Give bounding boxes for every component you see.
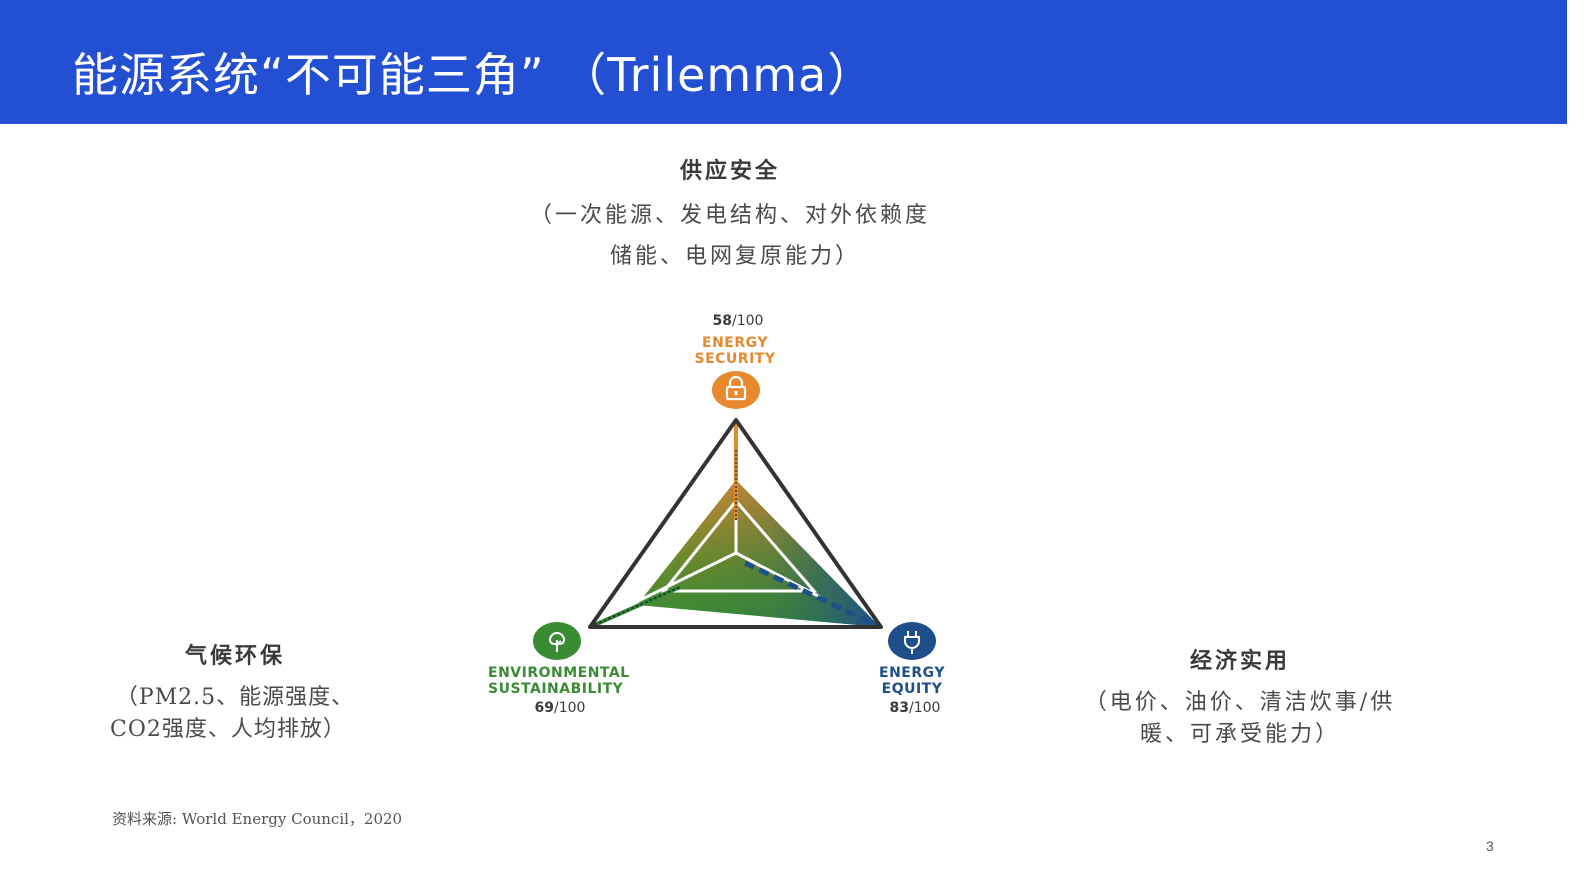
category-supply-security: 供应安全 （一次能源、发电结构、对外依赖度 储能、电网复原能力） [510,155,950,277]
page-number: 3 [1486,838,1494,854]
environmental-sustainability-label: ENVIRONMENTAL SUSTAINABILITY [488,665,630,697]
category-description-line2: 暖、可承受能力） [1139,722,1340,747]
category-description-line1: （PM2.5、能源强度、 [115,685,355,710]
energy-security-label: ENERGY SECURITY [694,335,776,367]
category-title: 经济实用 [1189,648,1290,674]
page-title: 能源系统“不可能三角” （Trilemma） [72,48,875,102]
security-score: 58/100 [712,313,764,329]
category-economic-affordability: 经济实用 （电价、油价、清洁炊事/供 暖、可承受能力） [1070,645,1410,751]
category-description-line2: CO2强度、人均排放） [110,717,346,742]
category-title: 气候环保 [184,643,285,669]
source-citation: 资料来源: World Energy Council，2020 [112,810,403,828]
sustainability-score: 69/100 [534,700,586,716]
category-climate-environment: 气候环保 （PM2.5、能源强度、 CO2强度、人均排放） [100,640,370,746]
title-bar: 能源系统“不可能三角” （Trilemma） [0,0,1567,124]
trilemma-diagram: 58/100 ENERGY SECURITY ENVIRONMENTAL SUS… [480,305,960,725]
energy-equity-label: ENERGY EQUITY [879,665,945,697]
equity-score: 83/100 [889,700,941,716]
category-description-line1: （一次能源、发电结构、对外依赖度 [529,203,930,228]
plug-icon [888,622,936,660]
lock-icon [712,371,760,409]
category-title: 供应安全 [679,158,780,184]
trilemma-triangle-graphic [588,418,883,630]
tree-icon [533,622,581,660]
category-description-line1: （电价、油价、清洁炊事/供 [1084,690,1396,715]
category-description-line2: 储能、电网复原能力） [609,244,860,269]
